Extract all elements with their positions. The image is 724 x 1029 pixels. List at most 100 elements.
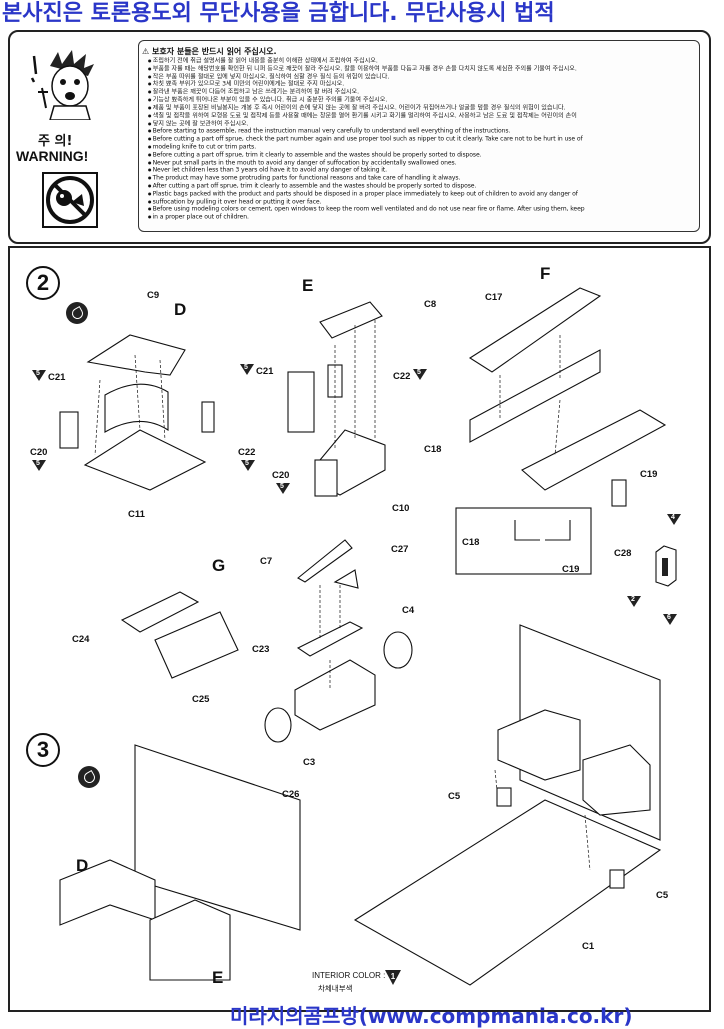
part-label: C20 <box>30 447 48 458</box>
en-line: Before using modeling colors or cement, … <box>148 205 682 213</box>
part-c20-drawing <box>59 411 79 449</box>
part-label: C5 <box>448 791 461 802</box>
part-label: C24 <box>72 634 90 645</box>
assembly-g-label: G <box>212 556 226 575</box>
en-line: Before cutting a part off sprue, check t… <box>148 135 682 143</box>
part-label: C27 <box>391 544 409 555</box>
part-c19-drawing <box>521 409 667 491</box>
part-label: C18 <box>424 444 442 455</box>
color-callout-4: 4 <box>667 514 681 525</box>
part-c11-drawing <box>83 429 207 491</box>
part-label: C8 <box>424 299 437 310</box>
part-label: C22 <box>393 371 411 382</box>
part-label: C7 <box>260 556 273 567</box>
part-label: C26 <box>282 789 300 800</box>
part-c23-body-drawing <box>294 659 376 731</box>
caution-korean-label: 주 의! <box>38 134 73 149</box>
cement-icon <box>78 766 100 788</box>
kr-line: 색칠 및 접착을 위하여 모형용 도료 및 접착제 등을 사용할 때에는 창문을… <box>148 112 682 120</box>
cement-icon <box>66 302 88 324</box>
step-2-number: 2 <box>26 266 60 300</box>
part-c8-drawing <box>319 301 383 339</box>
part-label: C10 <box>392 503 410 514</box>
part-label: C22 <box>238 447 256 458</box>
en-line: Before starting to assemble, read the in… <box>148 127 682 135</box>
color-callout-5: 5 <box>276 483 290 494</box>
mascot-illustration <box>30 50 94 120</box>
copyright-banner: 본사진은 토론용도외 무단사용을 금합니다. 무단사용시 법적 <box>2 1 555 26</box>
detail-inset <box>455 507 592 575</box>
en-line: The product may have some protruding par… <box>148 174 682 182</box>
part-label: C19 <box>562 564 580 575</box>
part-c17-drawing <box>468 287 602 373</box>
footer-watermark: 미라지의콤프방(www.compmania.co.kr) <box>230 1004 633 1028</box>
assembly-f-label: F <box>540 264 551 283</box>
no-small-parts-icon <box>42 172 98 228</box>
part-c27-drawing <box>333 569 359 589</box>
part-c28-detail-drawing <box>655 545 677 587</box>
part-c20b-drawing <box>314 459 338 497</box>
part-label: C4 <box>402 605 415 616</box>
part-label: C25 <box>192 694 210 705</box>
part-c26-drawing <box>134 744 301 931</box>
kr-line: 차칫 뾰족 부위가 있으므로 3세 미만의 어린이에게는 절대로 주지 마십시오… <box>148 80 682 88</box>
part-label: C18 <box>462 537 480 548</box>
en-line: Never put small parts in the mouth to av… <box>148 159 682 167</box>
kr-line: 기능상 뾰족하게 튀어나온 부분이 있을 수 있습니다. 취급 시 충분한 주의… <box>148 96 682 104</box>
kr-line: 잘라낸 부품은 깨끗이 다듬어 조립하고 남은 쓰레기는 분리하여 잘 버려 주… <box>148 88 682 96</box>
part-label: C5 <box>656 890 669 901</box>
part-label: C1 <box>582 941 595 952</box>
booth-left-drawing <box>497 709 581 781</box>
part-c28-drawing <box>611 479 627 507</box>
part-label: C17 <box>485 292 503 303</box>
part-label: C21 <box>48 372 66 383</box>
en-line: Plastic bags packed with the product and… <box>148 190 682 198</box>
en-line: in a proper place out of children. <box>148 213 682 221</box>
color-callout-2: 2 <box>627 596 641 607</box>
part-label: C11 <box>128 509 145 520</box>
part-c7-drawing <box>297 539 353 583</box>
part-c9-drawing <box>86 334 186 376</box>
warning-label: WARNING! <box>16 148 89 164</box>
part-c21b-drawing <box>287 371 315 433</box>
part-c4-drawing <box>383 631 413 669</box>
kr-line: 부품을 자를 때는 해당번호를 확인한 뒤 니퍼 등으로 깨끗이 잘라 주십시오… <box>148 65 682 73</box>
en-line: Never let children less than 3 years old… <box>148 166 682 174</box>
en-line: suffocation by pulling it over head or p… <box>148 198 682 206</box>
assembly-d-label: D <box>174 300 187 319</box>
interior-color-label: INTERIOR COLOR : <box>312 971 386 980</box>
warning-heading: ⚠ 보호자 분들은 반드시 읽어 주십시오. <box>142 47 277 56</box>
part-c3-drawing <box>264 707 292 743</box>
part-c1-drawing <box>353 799 662 986</box>
part-label: C28 <box>614 548 632 559</box>
kr-line: 작은 부품 따위를 절대로 입에 넣지 마십시오. 질식하여 심할 경우 질식 … <box>148 73 682 81</box>
kr-line: 조립하기 전에 취급 설명서를 잘 읽어 내용을 충분히 이해한 상태에서 조립… <box>148 57 682 65</box>
part-c5b-drawing <box>609 869 625 889</box>
part-label: C21 <box>256 366 274 377</box>
part-label: C9 <box>147 290 160 301</box>
part-c25-drawing <box>154 611 239 679</box>
step-3-number: 3 <box>26 733 60 767</box>
assembly-e3-drawing <box>149 899 231 981</box>
color-callout-5: 5 <box>32 370 46 381</box>
interior-color-korean: 차체내부색 <box>318 984 353 993</box>
part-c18-drawing <box>469 349 601 443</box>
part-c22-drawing <box>201 401 215 433</box>
part-c24-drawing <box>120 591 200 633</box>
instruction-panel <box>8 246 711 1012</box>
part-label: C19 <box>640 469 658 480</box>
warning-triangle-icon: ⚠ <box>142 47 150 56</box>
part-c23-drawing <box>296 621 364 657</box>
color-callout-5: 5 <box>240 364 254 375</box>
part-label: C3 <box>303 757 316 768</box>
warning-lines: 조립하기 전에 취급 설명서를 잘 읽어 내용을 충분히 이해한 상태에서 조립… <box>148 57 682 221</box>
en-line: After cutting a part off sprue, trim it … <box>148 182 682 190</box>
color-callout-5: 5 <box>32 460 46 471</box>
color-callout-6: 6 <box>663 614 677 625</box>
assembly-e-label: E <box>302 276 314 295</box>
part-label: C20 <box>272 470 290 481</box>
color-callout-5: 5 <box>241 460 255 471</box>
assembly-e3-label: E <box>212 968 224 987</box>
color-callout-5: 5 <box>413 369 427 380</box>
